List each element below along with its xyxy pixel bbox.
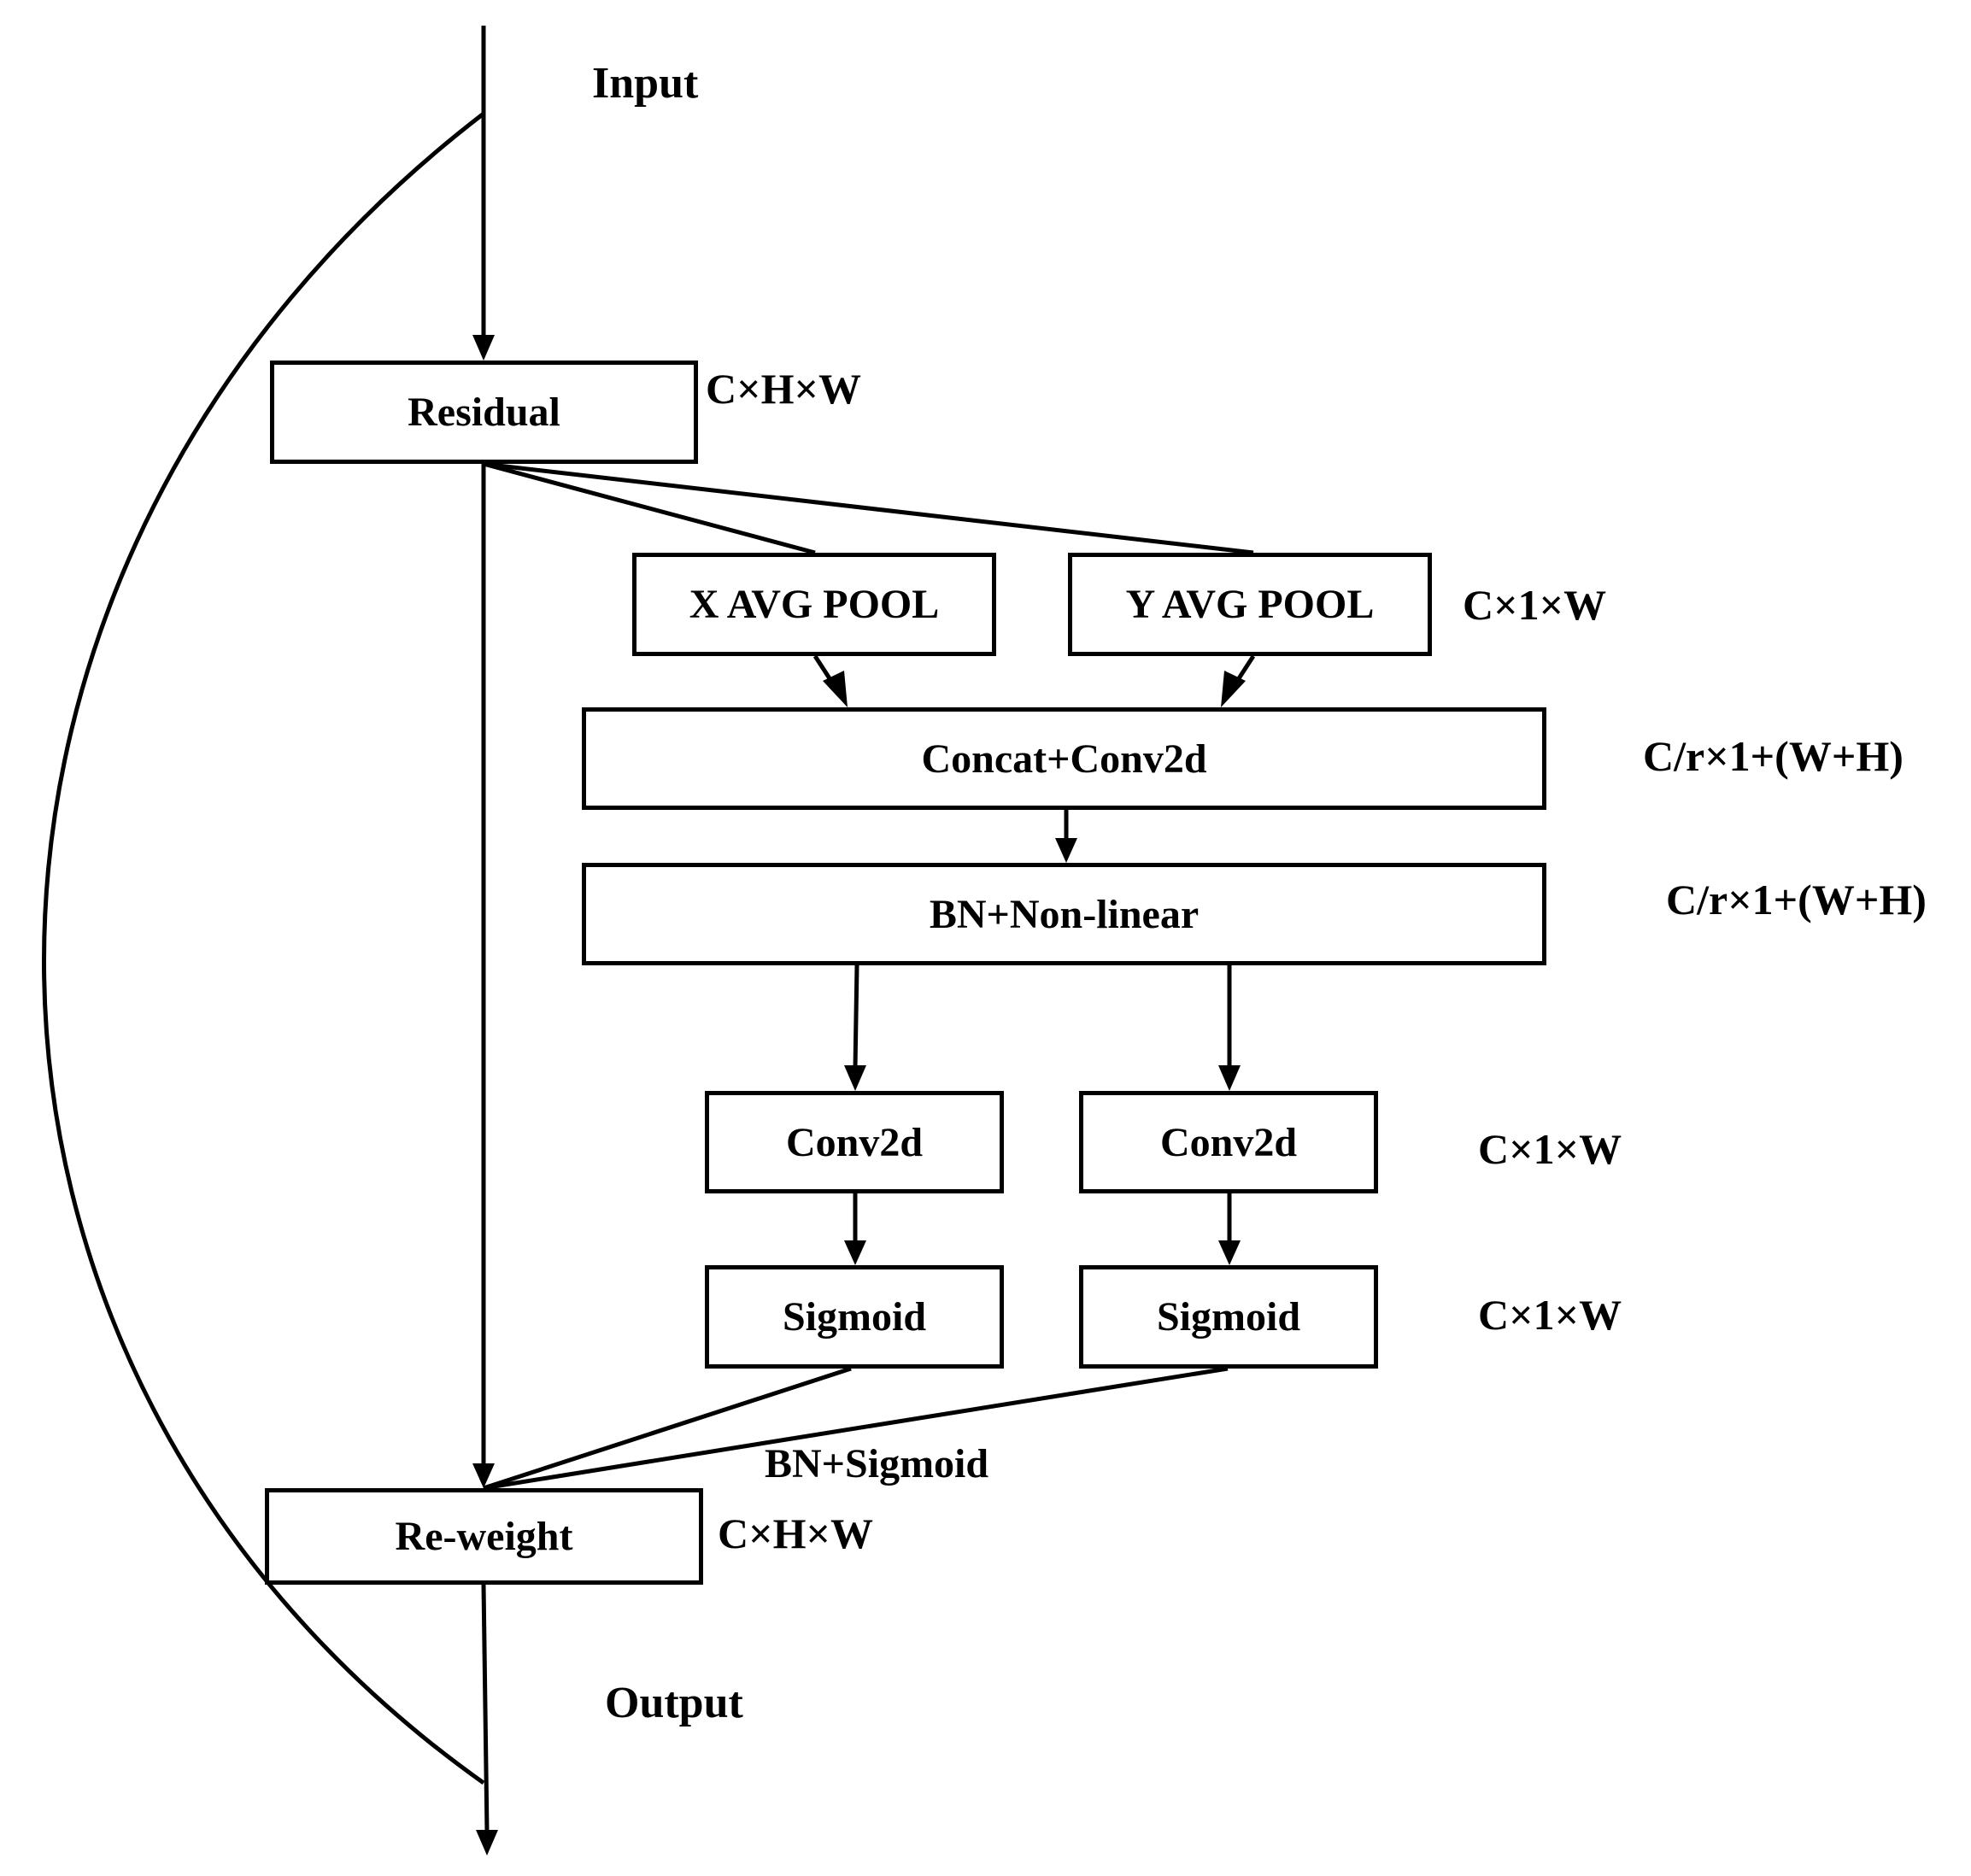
- sigmoid-right-box: Sigmoid: [1079, 1265, 1378, 1369]
- line-residual-to-ypool: [483, 461, 1254, 555]
- sigmoid-right-label: Sigmoid: [1156, 1294, 1301, 1340]
- conv2d-right-label: Conv2d: [1159, 1119, 1298, 1165]
- arrowhead-conv-sigmoid-right: [1218, 1240, 1241, 1265]
- y-avg-pool-label: Y AVG POOL: [1125, 582, 1375, 627]
- arrowhead-bn-conv-right: [1218, 1065, 1241, 1091]
- concat-conv2d-label: Concat+Conv2d: [921, 736, 1207, 782]
- bn-nonlinear-box: BN+Non-linear: [582, 863, 1546, 965]
- arrowhead-xpool-concat: [823, 671, 848, 707]
- skip-connection-curve: [42, 112, 485, 1785]
- sigmoid-dims-label: C×1×W: [1478, 1291, 1622, 1339]
- conv2d-left-label: Conv2d: [785, 1119, 924, 1165]
- arrowhead-input-residual: [472, 335, 495, 361]
- x-avg-pool-box: X AVG POOL: [632, 553, 996, 656]
- conv-dims-label: C×1×W: [1478, 1125, 1622, 1173]
- arrowhead-conv-sigmoid-left: [844, 1240, 866, 1265]
- residual-dims-label: C×H×W: [706, 365, 861, 413]
- pool-dims-label: C×1×W: [1463, 581, 1607, 629]
- sigmoid-left-label: Sigmoid: [782, 1294, 927, 1340]
- bn-dims-label: C/r×1+(W+H): [1666, 876, 1927, 923]
- reweight-label: Re-weight: [395, 1514, 573, 1559]
- arrow-bn-to-conv-left: [853, 964, 859, 1069]
- residual-label: Residual: [408, 390, 560, 435]
- arrow-reweight-to-output: [481, 1584, 490, 1833]
- x-avg-pool-label: X AVG POOL: [689, 582, 940, 627]
- output-label: Output: [605, 1679, 743, 1727]
- concat-conv2d-box: Concat+Conv2d: [582, 707, 1546, 810]
- line-residual-to-xpool: [483, 461, 816, 555]
- concat-dims-label: C/r×1+(W+H): [1643, 732, 1904, 780]
- arrowhead-ypool-concat: [1221, 671, 1246, 707]
- reweight-dims-label: C×H×W: [718, 1510, 873, 1557]
- sigmoid-left-box: Sigmoid: [705, 1265, 1004, 1369]
- arrowhead-concat-bn: [1055, 838, 1077, 863]
- arrowhead-output: [476, 1830, 498, 1855]
- line-sigmoid-right-to-reweight: [483, 1366, 1229, 1491]
- y-avg-pool-box: Y AVG POOL: [1068, 553, 1432, 656]
- bn-sigmoid-annotation: BN+Sigmoid: [765, 1441, 989, 1486]
- input-label: Input: [592, 59, 699, 108]
- conv2d-right-box: Conv2d: [1079, 1091, 1378, 1193]
- conv2d-left-box: Conv2d: [705, 1091, 1004, 1193]
- bn-nonlinear-label: BN+Non-linear: [929, 891, 1200, 937]
- arrowhead-reweight: [472, 1463, 495, 1488]
- arrowhead-bn-conv-left: [844, 1065, 866, 1091]
- line-sigmoid-left-to-reweight: [483, 1366, 852, 1491]
- residual-box: Residual: [270, 361, 698, 464]
- reweight-box: Re-weight: [265, 1488, 703, 1585]
